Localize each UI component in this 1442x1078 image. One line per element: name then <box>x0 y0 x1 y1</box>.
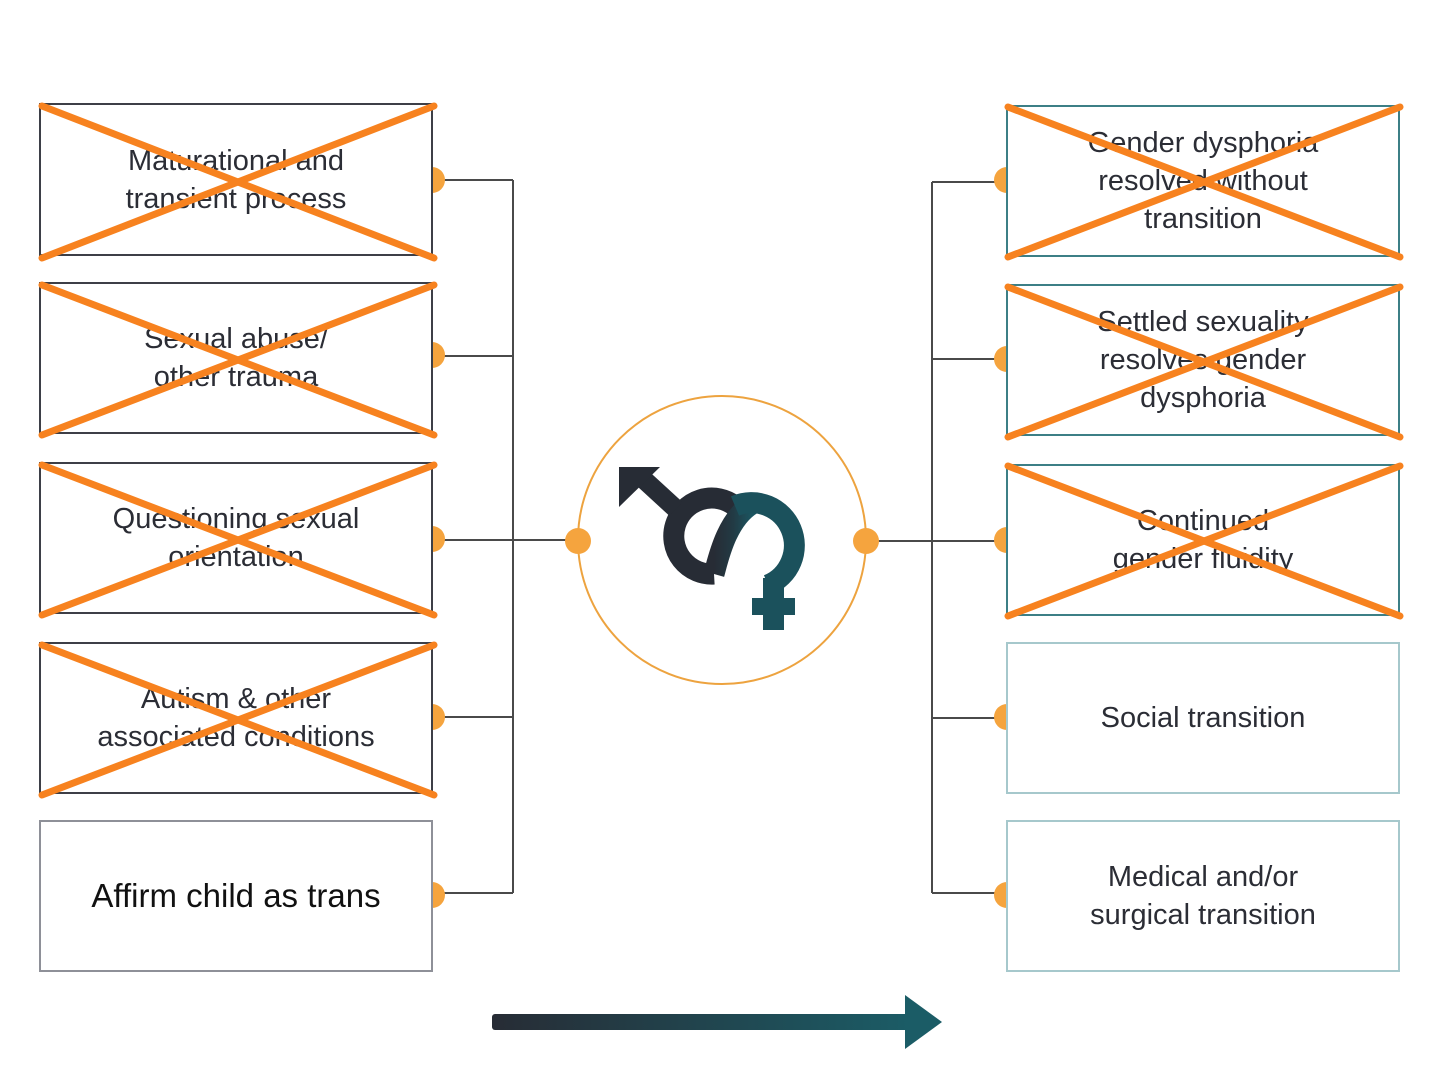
right-box-label: Continued gender fluidity <box>1112 505 1294 575</box>
right-box-resolved-without-transition: Gender dysphoria resolved without transi… <box>1006 105 1400 257</box>
left-box-label: Questioning sexual orientation <box>112 503 360 573</box>
right-box-label: Medical and/or surgical transition <box>1090 861 1316 931</box>
left-box-label: Autism & other associated conditions <box>97 683 375 753</box>
left-box-label: Sexual abuse/ other trauma <box>144 323 328 393</box>
right-box-social-transition: Social transition <box>1006 642 1400 794</box>
left-box-maturational: Maturational and transient process <box>39 103 433 256</box>
left-box-autism: Autism & other associated conditions <box>39 642 433 794</box>
left-box-label: Maturational and transient process <box>125 144 347 215</box>
gender-symbol-icon <box>619 467 805 630</box>
right-box-label: Settled sexuality resolves gender dyspho… <box>1097 306 1309 414</box>
right-box-label: Social transition <box>1100 702 1306 734</box>
right-box-medical-transition: Medical and/or surgical transition <box>1006 820 1400 972</box>
left-box-sexual-abuse: Sexual abuse/ other trauma <box>39 282 433 434</box>
left-box-affirm-trans: Affirm child as trans <box>39 820 433 972</box>
connector-dot <box>853 528 879 554</box>
connector-dot <box>565 528 591 554</box>
left-connectors <box>432 179 578 894</box>
left-box-label: Affirm child as trans <box>91 877 381 914</box>
left-box-questioning-orientation: Questioning sexual orientation <box>39 462 433 614</box>
right-connectors <box>866 181 1006 894</box>
right-box-settled-sexuality: Settled sexuality resolves gender dyspho… <box>1006 284 1400 436</box>
right-box-label: Gender dysphoria resolved without transi… <box>1087 127 1319 235</box>
arrow-right-icon <box>492 995 942 1049</box>
right-box-gender-fluidity: Continued gender fluidity <box>1006 464 1400 616</box>
